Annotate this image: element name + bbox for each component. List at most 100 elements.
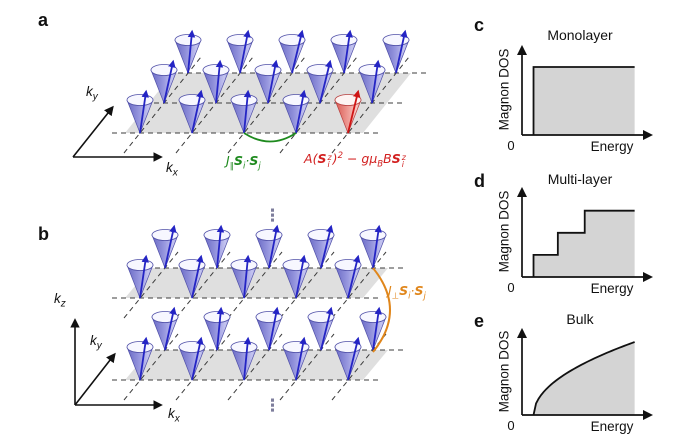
cone-opening [178, 341, 206, 353]
spin-cone [174, 29, 202, 74]
spin-cone [334, 336, 362, 381]
dos-outline [532, 66, 635, 135]
spin-arrow-icon [164, 224, 177, 269]
chart-d-ylabel: Magnon DOS [496, 190, 512, 273]
cone-opening [150, 64, 178, 76]
right-paren: ) [332, 151, 338, 167]
dot-operator: · [410, 283, 415, 298]
cone-opening [230, 94, 258, 106]
cone-opening [126, 94, 154, 106]
panel-e-label: e [474, 311, 485, 331]
axis-kx-sub: x [174, 413, 180, 425]
cone-opening [151, 311, 179, 323]
a-symbol: A [304, 151, 313, 167]
chart-e-title: Bulk [566, 311, 594, 327]
parallel-subscript: ∥ [229, 161, 234, 172]
dos-area [533, 67, 635, 135]
spin-i-symbol: S [233, 153, 243, 168]
cone-opening [174, 34, 202, 46]
cone-opening [178, 259, 206, 271]
spin-arrow-icon [191, 254, 204, 299]
spin-arrow-icon [215, 59, 224, 104]
ky-axis-arrow [74, 352, 116, 406]
spin-cone [278, 29, 306, 74]
spin-cone [203, 306, 231, 351]
spin-arrow-icon [319, 59, 333, 104]
spin-arrow-icon [320, 224, 334, 269]
chart-d [516, 186, 654, 283]
spin-arrow-icon [268, 224, 280, 269]
axis-kz-sub: z [60, 298, 66, 310]
spin-arrow-icon [163, 59, 176, 104]
cone-opening [202, 64, 230, 76]
spin-arrow-icon [216, 224, 225, 269]
dos-area [533, 342, 635, 415]
spin-arrow-icon [191, 336, 204, 381]
spin-cone [255, 224, 283, 269]
cone-opening [151, 229, 179, 241]
cone-opening [359, 311, 387, 323]
j-symbol: J [388, 283, 392, 298]
spin-arrow-icon [164, 306, 177, 351]
spin-cone [178, 254, 206, 299]
spin-cone [358, 59, 386, 104]
panel-a-axes [72, 105, 163, 162]
spin-arrow-icon [291, 29, 305, 74]
i-subscript: i [327, 160, 330, 170]
spin-cone [230, 254, 258, 299]
chart-d-xlabel: Energy [590, 281, 634, 296]
spin-arrow-icon [395, 29, 408, 74]
spin-arrow-icon [239, 29, 251, 74]
cone-opening [255, 311, 283, 323]
chart-c-xlabel: Energy [590, 139, 634, 154]
axis-label-kx-b: kx [168, 406, 180, 425]
squared-superscript: 2 [337, 151, 343, 161]
spin-cone [254, 59, 282, 104]
chart-c [516, 44, 654, 141]
cone-opening [226, 34, 254, 46]
axis-kz-base: k [54, 291, 61, 306]
spin-cone [178, 89, 206, 134]
chart-c-ylabel: Magnon DOS [496, 48, 512, 131]
spin-cone [126, 89, 154, 134]
cone-opening [126, 341, 154, 353]
panel-a-lattice [112, 29, 426, 154]
axis-ky-base: k [86, 84, 93, 99]
axis-label-ky-b: ky [90, 333, 102, 352]
j-symbol: J [226, 153, 230, 168]
axis-kx-base: k [168, 406, 175, 421]
left-paren: ( [312, 151, 318, 167]
spin-cone [282, 336, 310, 381]
cone-opening [282, 94, 310, 106]
i-subscript: i [401, 160, 404, 170]
cone-opening [230, 259, 258, 271]
spin-cone [306, 59, 334, 104]
spin-cone [382, 29, 410, 74]
cone-opening [254, 64, 282, 76]
cone-opening [358, 64, 386, 76]
z-superscript: z [401, 153, 406, 163]
chart-d-origin: 0 [507, 280, 515, 295]
spin-symbol: S [317, 151, 327, 167]
spin-arrow-icon [295, 336, 307, 381]
spin-cone [126, 254, 154, 299]
spin-j-symbol: S [414, 283, 424, 298]
i-subscript: i [242, 161, 246, 172]
panel-b-axes [70, 318, 163, 410]
g-factor-symbol: g [361, 151, 370, 167]
interlayer-exchange-formula: J⊥Si·Sj [388, 283, 426, 302]
spin-cone [226, 29, 254, 74]
chart-e [516, 327, 654, 421]
spin-cone [334, 254, 362, 299]
spin-cone [202, 59, 230, 104]
spin-arrow-icon [243, 254, 252, 299]
chart-e-ylabel: Magnon DOS [496, 330, 512, 413]
spin-arrow-icon [187, 29, 196, 74]
spin-cone [282, 89, 310, 134]
spin-cone [282, 254, 310, 299]
field-symbol: B [383, 151, 392, 167]
cone-opening [178, 94, 206, 106]
